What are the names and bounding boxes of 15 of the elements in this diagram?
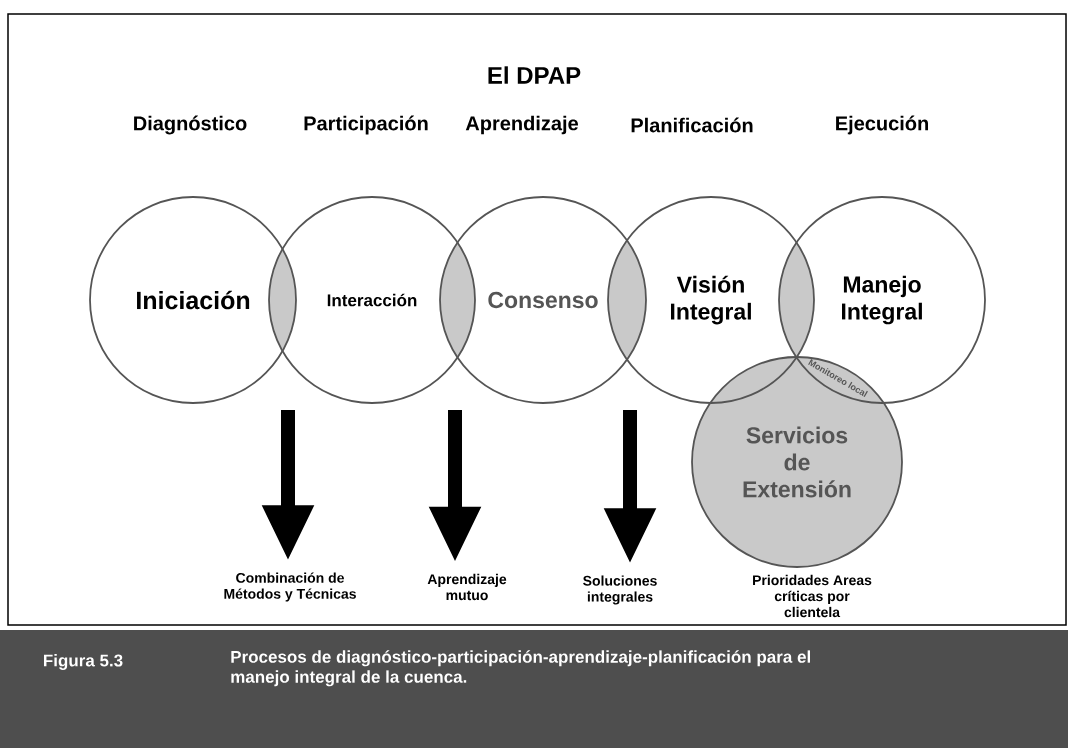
figure-number: Figura 5.3: [44, 654, 123, 670]
column-heading: Participación: [304, 115, 428, 135]
column-heading: Aprendizaje: [465, 115, 578, 135]
result-text: Combinación de Métodos y Técnicas: [224, 572, 356, 602]
circle-node: Consenso: [439, 196, 647, 404]
result-text: Prioridades Areas críticas por clientela: [753, 574, 872, 618]
result-text: Aprendizaje mutuo: [427, 573, 507, 601]
result-text: Soluciones integrales: [583, 575, 657, 605]
caption: Procesos de diagnóstico-participación-aprendizaje-planificación para el manejo integral de la cuenca.: [231, 650, 810, 687]
column-heading: Planificación: [631, 117, 753, 133]
column-heading: Diagnóstico: [134, 115, 247, 135]
circle-node: Iniciación: [89, 196, 297, 404]
title: El DPAP: [488, 66, 581, 84]
circle-node: Interacción: [268, 196, 476, 404]
column-heading: Ejecución: [836, 115, 928, 135]
